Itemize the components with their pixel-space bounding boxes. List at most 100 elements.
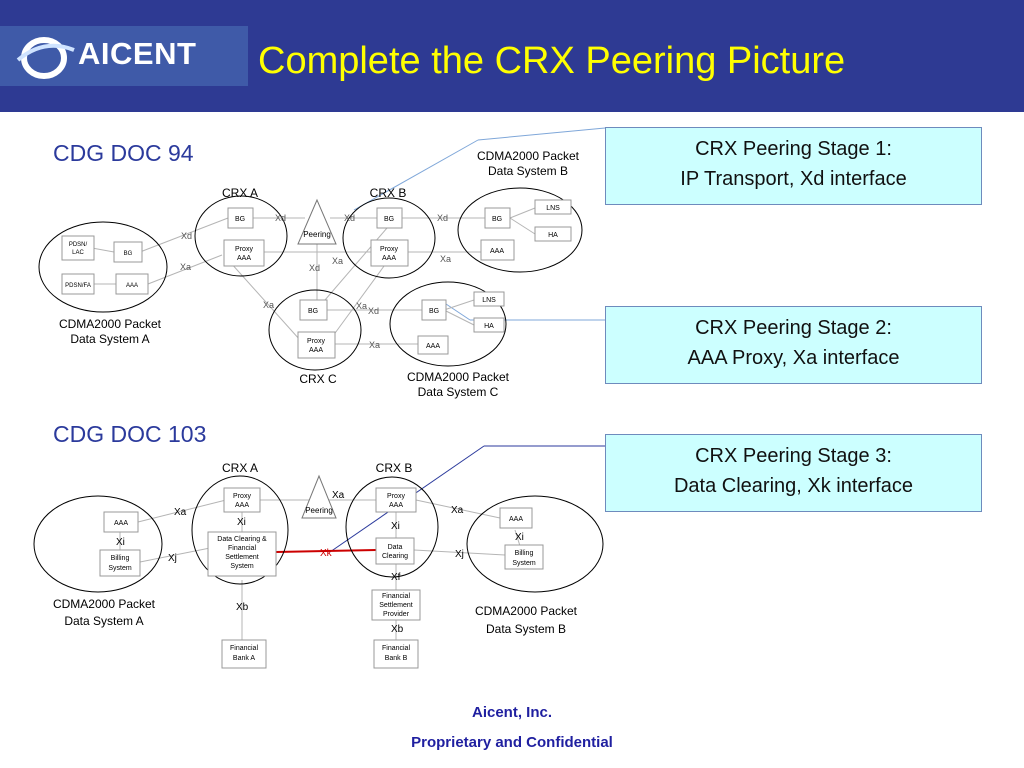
sys-c-ha-label: HA — [484, 323, 494, 330]
svg-text:AAA: AAA — [389, 502, 403, 509]
globe-swoosh-icon — [16, 37, 75, 79]
svg-text:Data: Data — [388, 544, 403, 551]
svg-text:Xb: Xb — [236, 602, 249, 613]
svg-text:Xa: Xa — [332, 490, 345, 501]
sys-a-aaa-label: AAA — [126, 283, 138, 289]
callout-line-stage1b — [353, 139, 479, 211]
svg-text:CRX A: CRX A — [222, 461, 258, 475]
svg-text:AAA: AAA — [114, 520, 128, 527]
svg-text:Xd: Xd — [275, 213, 286, 223]
crx-b-ellipse-103 — [345, 476, 439, 578]
sys-b-label-94-1: CDMA2000 Packet — [477, 149, 580, 163]
svg-text:Xd: Xd — [309, 263, 320, 273]
header-bar: AICENT Complete the CRX Peering Picture — [0, 0, 1024, 112]
footer-company: Aicent, Inc. — [471, 704, 553, 721]
sys-b-label-94-2: Data System B — [488, 164, 568, 178]
sys-c-aaa-label: AAA — [426, 343, 440, 350]
pdsn-lac-label-1: PDSN/ — [69, 242, 88, 248]
svg-text:Clearing: Clearing — [382, 553, 408, 560]
doc103-links — [119, 499, 521, 640]
peering-label-94: Peering — [303, 230, 331, 239]
svg-text:Provider: Provider — [383, 611, 410, 618]
crx-c-ellipse-94 — [268, 289, 362, 371]
callout-line-stage1 — [477, 127, 606, 141]
doc103-box-labels: Proxy AAA Proxy AAA Data Clearing & Fina… — [108, 493, 536, 662]
svg-text:Settlement: Settlement — [379, 602, 413, 609]
svg-text:CRX B: CRX B — [376, 461, 413, 475]
svg-text:Xj: Xj — [455, 549, 464, 560]
stage-3-title: CRX Peering Stage 3: — [695, 445, 892, 467]
doc94-heading: CDG DOC 94 — [53, 140, 194, 166]
svg-text:Xd: Xd — [181, 231, 192, 241]
doc103-heading: CDG DOC 103 — [53, 421, 207, 447]
svg-text:AAA: AAA — [235, 502, 249, 509]
crx-a-label-94: CRX A — [222, 186, 258, 200]
crx-c-proxy-label-1: Proxy — [307, 338, 325, 345]
svg-text:Xa: Xa — [180, 262, 191, 272]
sys-b-ha-label: HA — [548, 232, 558, 239]
stage-3-box: CRX Peering Stage 3: Data Clearing, Xk i… — [605, 434, 982, 512]
svg-text:Proxy: Proxy — [387, 493, 405, 500]
sys-c-lns-label: LNS — [482, 297, 496, 304]
svg-text:Billing: Billing — [515, 550, 534, 557]
svg-text:Xi: Xi — [116, 537, 125, 548]
crx-a-ellipse-94 — [194, 195, 288, 277]
doc94-boxes — [61, 199, 572, 359]
page-title: Complete the CRX Peering Picture — [258, 40, 846, 82]
svg-text:Proxy: Proxy — [233, 493, 251, 500]
svg-text:Xd: Xd — [437, 213, 448, 223]
system-a-ellipse-103 — [33, 495, 163, 593]
svg-text:CDMA2000 Packet: CDMA2000 Packet — [53, 597, 156, 611]
stage-1-box: CRX Peering Stage 1: IP Transport, Xd in… — [605, 127, 982, 205]
doc94-domains — [38, 187, 583, 371]
sys-b-lns-label: LNS — [546, 205, 560, 212]
peering-triangle-94 — [297, 198, 337, 245]
svg-text:Data System B: Data System B — [486, 622, 566, 636]
xk-interface-line — [275, 549, 377, 553]
crx-c-label-94: CRX C — [299, 372, 337, 386]
svg-text:Xa: Xa — [451, 505, 464, 516]
doc94-box-labels: BG Proxy AAA BG Proxy AAA BG AAA LNS HA … — [65, 205, 560, 354]
svg-text:Bank B: Bank B — [385, 655, 408, 662]
doc94-interface-labels: Xd Xd Xd Xd Xa Xa Xa Xd Xa Xa Xd Xa — [180, 213, 451, 350]
sys-c-bg-label: BG — [429, 308, 439, 315]
crx-a-bg-label: BG — [235, 216, 245, 223]
svg-text:Xa: Xa — [369, 340, 380, 350]
sys-b-aaa-label: AAA — [490, 248, 504, 255]
crx-a-proxy-label-2: AAA — [237, 255, 251, 262]
svg-text:Xi: Xi — [237, 517, 246, 528]
svg-text:Xa: Xa — [263, 300, 274, 310]
crx-a-ellipse-103 — [191, 475, 289, 585]
sys-c-label-94-1: CDMA2000 Packet — [407, 370, 510, 384]
svg-text:System: System — [230, 563, 254, 570]
svg-text:Xj: Xj — [168, 553, 177, 564]
stage-2-desc: AAA Proxy, Xa interface — [687, 347, 900, 369]
stage-1-desc: IP Transport, Xd interface — [680, 168, 907, 190]
svg-text:Xb: Xb — [391, 624, 404, 635]
svg-text:Bank A: Bank A — [233, 655, 256, 662]
svg-text:Xa: Xa — [356, 301, 367, 311]
stage-1-title: CRX Peering Stage 1: — [695, 138, 892, 160]
crx-b-bg-label: BG — [384, 216, 394, 223]
stage-2-box: CRX Peering Stage 2: AAA Proxy, Xa inter… — [605, 306, 982, 384]
crx-b-proxy-label-2: AAA — [382, 255, 396, 262]
svg-text:AAA: AAA — [509, 516, 523, 523]
peering-label-103: Peering — [305, 506, 333, 515]
svg-text:Xa: Xa — [174, 507, 187, 518]
svg-text:System: System — [108, 565, 132, 572]
pdsn-lac-label-2: LAC — [72, 250, 84, 256]
svg-text:Data System A: Data System A — [64, 614, 143, 628]
svg-text:CDMA2000 Packet: CDMA2000 Packet — [475, 604, 578, 618]
aicent-logo: AICENT — [0, 26, 248, 86]
doc103-boxes — [99, 487, 544, 669]
crx-b-label-94: CRX B — [370, 186, 407, 200]
crx-b-proxy-label-1: Proxy — [380, 246, 398, 253]
svg-text:Data Clearing &: Data Clearing & — [217, 536, 267, 543]
sys-a-bg-label: BG — [124, 251, 133, 257]
sys-a-label-94-1: CDMA2000 Packet — [59, 317, 162, 331]
svg-text:Settlement: Settlement — [225, 554, 259, 561]
system-c-ellipse-94 — [389, 281, 507, 367]
doc103-domains — [33, 475, 604, 593]
svg-text:Xi: Xi — [391, 521, 400, 532]
